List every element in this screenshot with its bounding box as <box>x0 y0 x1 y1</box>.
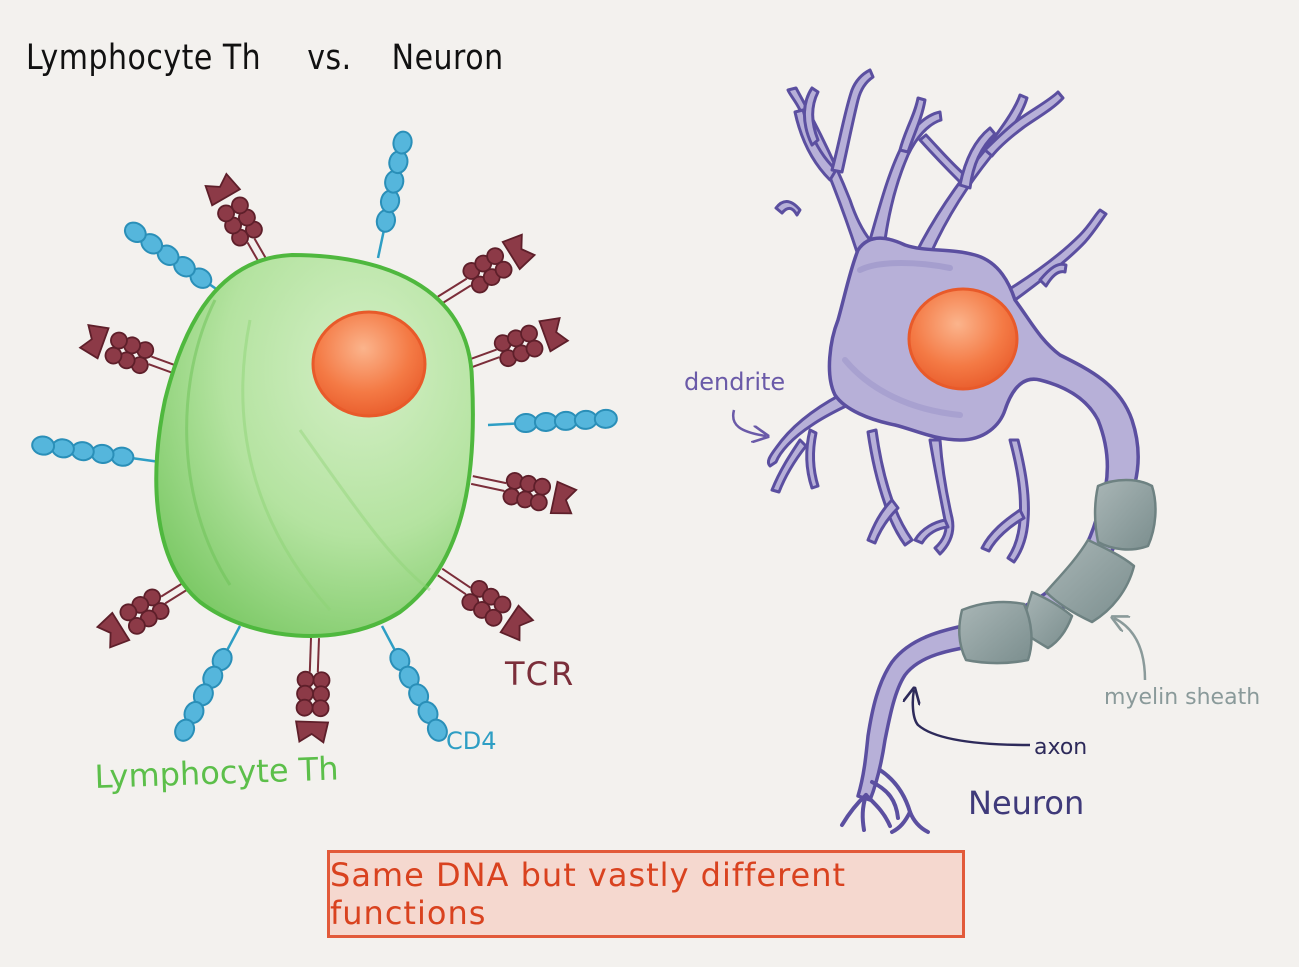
lymphocyte-receptors <box>31 130 618 744</box>
lymphocyte-nucleus <box>311 310 427 418</box>
cd4-receptor <box>380 625 448 742</box>
cd4-receptor <box>375 130 413 259</box>
dendrite-pointer-arrow <box>731 409 766 436</box>
cd4-label: CD4 <box>446 727 497 755</box>
tcr-receptor <box>204 172 273 273</box>
tcr-receptor <box>437 567 535 642</box>
neuron-nucleus <box>907 287 1019 391</box>
axon-label: axon <box>1034 735 1088 760</box>
neuron-cell <box>766 68 1157 834</box>
myelin-pointer-arrow <box>1114 618 1147 681</box>
axon-pointer-arrow <box>913 690 1031 747</box>
tcr-receptor <box>295 637 331 744</box>
caption-text: Same DNA but vastly different functions <box>330 856 847 932</box>
caption-box: Same DNA but vastly different functions <box>327 850 965 938</box>
neuron-label: Neuron <box>968 784 1085 822</box>
tcr-receptor <box>470 472 578 515</box>
myelin-sheath <box>958 478 1157 665</box>
myelin-segment <box>958 600 1033 665</box>
axon-terminals <box>840 768 930 834</box>
title-vs: vs. <box>307 38 352 79</box>
dendrite-label: dendrite <box>684 368 786 396</box>
myelin-segment <box>1044 538 1136 624</box>
tcr-receptor <box>464 317 570 370</box>
tcr-receptor <box>437 233 537 305</box>
cd4-receptor <box>31 435 161 467</box>
myelin-sheath-label: myelin sheath <box>1104 685 1261 710</box>
cd4-receptor <box>174 625 242 742</box>
neuron-dendrites <box>766 68 1108 564</box>
title-left: Lymphocyte Th <box>26 38 262 79</box>
lymphocyte-cell <box>154 252 475 638</box>
cd4-receptor <box>123 221 233 302</box>
cd4-receptor <box>487 408 618 434</box>
page-title: Lymphocyte Th vs. Neuron <box>26 38 504 78</box>
myelin-segment <box>1093 478 1157 551</box>
title-right: Neuron <box>391 38 504 79</box>
lymphocyte-cell-body <box>154 252 475 638</box>
tcr-label: TCR <box>505 655 577 693</box>
